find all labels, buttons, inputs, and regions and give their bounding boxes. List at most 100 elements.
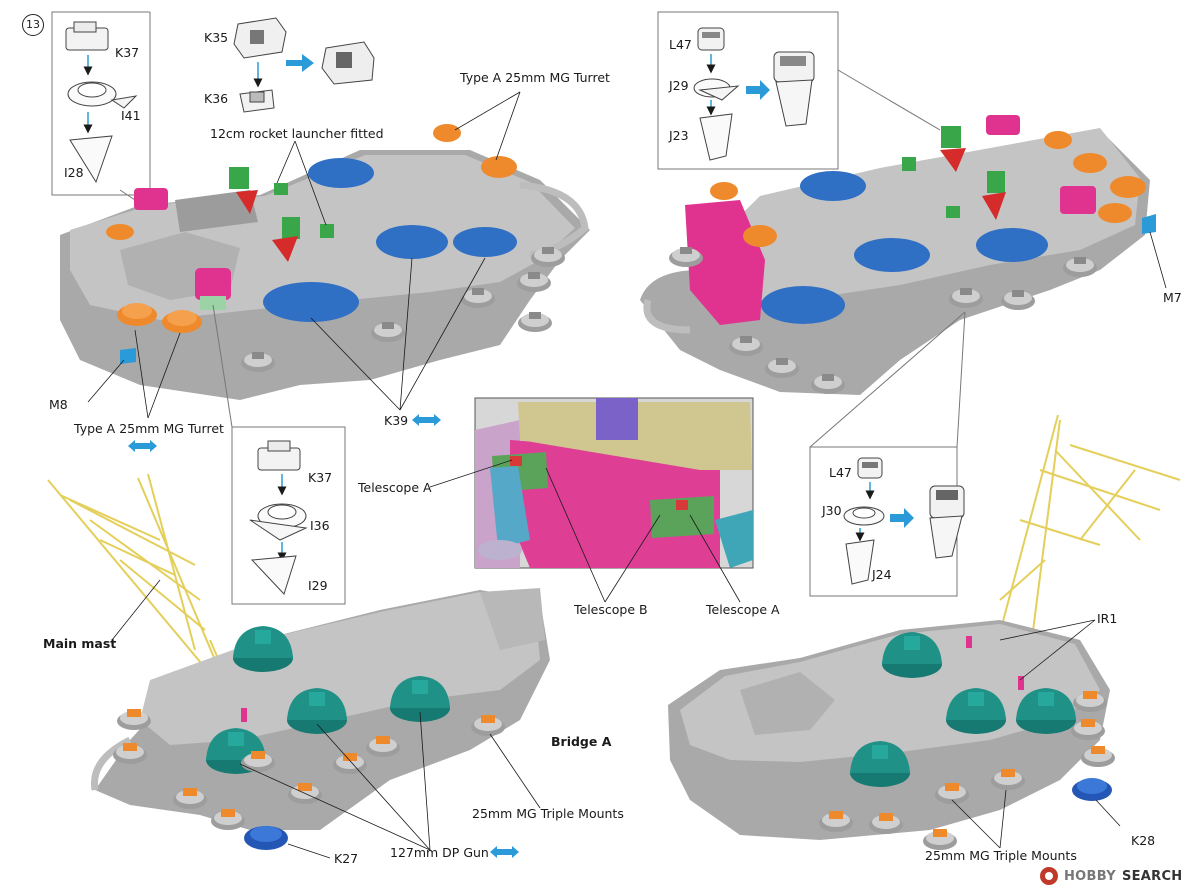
k37-part-top — [65, 21, 109, 51]
detail-frame-top-left — [51, 11, 150, 196]
deck-disc — [376, 225, 448, 259]
mount-magenta — [134, 188, 168, 210]
deck-disc — [976, 228, 1048, 262]
red-wedge — [982, 192, 1006, 220]
step-arrow-k35 — [286, 54, 314, 72]
label-bridge-a: Bridge A — [551, 734, 612, 749]
watermark-brand-2: SEARCH — [1121, 868, 1183, 884]
mg-turret-orange — [1098, 203, 1132, 223]
label-k27: K27 — [334, 851, 359, 866]
green-part — [320, 224, 334, 238]
mg-turret-orange — [162, 310, 202, 333]
label-j23: J23 — [669, 128, 689, 143]
k37-part-mid — [257, 440, 301, 471]
label-j24: J24 — [872, 567, 892, 582]
j29-assembled — [773, 51, 815, 127]
label-l47-top: L47 — [669, 37, 692, 52]
label-i41: I41 — [121, 108, 141, 123]
j24-part — [845, 539, 875, 585]
mg-turret-orange — [1110, 176, 1146, 198]
label-i28: I28 — [64, 165, 84, 180]
label-mg-triple-right: 25mm MG Triple Mounts — [925, 848, 1077, 863]
telescope-photo-inset — [474, 397, 754, 569]
leader-lines-bottom-right — [951, 619, 1121, 849]
red-wedge — [272, 236, 298, 262]
detail-frame-right-mid — [809, 446, 958, 597]
detail-frame-middle — [231, 426, 346, 605]
label-m8: M8 — [49, 397, 68, 412]
label-k37-mid: K37 — [308, 470, 333, 485]
label-j29: J29 — [669, 78, 689, 93]
j30-part — [843, 506, 885, 526]
swap-arrow-k39 — [412, 414, 441, 426]
label-k39: K39 — [384, 413, 409, 428]
leader-line-m7 — [1149, 231, 1167, 289]
swap-arrow-type-a — [128, 440, 157, 452]
label-main-mast: Main mast — [43, 636, 117, 651]
label-l47-right: L47 — [829, 465, 852, 480]
green-part — [229, 167, 249, 189]
bridge-top-right-model — [640, 115, 1156, 395]
label-k35: K35 — [204, 30, 229, 45]
label-telescope-a-left: Telescope A — [358, 480, 432, 495]
l47-part-top — [697, 27, 725, 51]
mount-magenta — [1060, 186, 1096, 214]
red-wedge — [236, 190, 258, 214]
detail-frame-top-right — [657, 11, 839, 170]
label-telescope-a-right: Telescope A — [706, 602, 780, 617]
mg-turret-orange — [743, 225, 777, 247]
swap-arrow-dp-gun — [490, 846, 519, 858]
label-type-a-top: Type A 25mm MG Turret — [460, 70, 610, 85]
label-i29: I29 — [308, 578, 328, 593]
green-part — [902, 157, 916, 171]
mg-turret-orange — [1073, 153, 1107, 173]
label-k28: K28 — [1131, 833, 1156, 848]
mg-turret-orange — [481, 156, 517, 178]
green-part — [274, 183, 288, 195]
deck-disc — [761, 286, 845, 324]
k35-part — [233, 17, 287, 59]
label-type-a-bottom: Type A 25mm MG Turret — [74, 421, 224, 436]
label-k37-top: K37 — [115, 45, 140, 60]
deck-disc — [800, 171, 866, 201]
k28-part — [1072, 778, 1112, 801]
k36-part — [239, 89, 275, 113]
bridge-bottom-left-model — [47, 473, 550, 850]
label-rocket-launcher: 12cm rocket launcher fitted — [210, 126, 384, 141]
hobby-search-logo-icon — [1040, 867, 1058, 885]
bridge-top-left-model — [60, 124, 590, 400]
green-part — [941, 126, 961, 148]
step-arrow-j30 — [890, 508, 914, 528]
watermark-brand-1: HOBBY — [1064, 868, 1116, 884]
label-ir1: IR1 — [1097, 611, 1118, 626]
leader-lines-telescope — [429, 459, 741, 603]
mount-magenta — [986, 115, 1020, 135]
k27-part — [244, 826, 288, 850]
mg-turret-orange — [710, 182, 738, 200]
j23-part — [699, 113, 733, 161]
label-mg-triple-left: 25mm MG Triple Mounts — [472, 806, 624, 821]
step-arrow-l47 — [746, 80, 770, 100]
label-m7: M7 — [1163, 290, 1182, 305]
deck-disc — [854, 238, 930, 272]
green-part — [946, 206, 960, 218]
mg-turret-orange — [117, 303, 157, 326]
deck-disc — [263, 282, 359, 322]
label-k36: K36 — [204, 91, 229, 106]
bridge-bottom-right-model — [668, 414, 1181, 850]
green-part — [987, 171, 1005, 193]
label-j30: J30 — [822, 503, 842, 518]
k35-k36-assembled — [321, 41, 375, 85]
l47-part-right — [857, 457, 883, 479]
label-i36: I36 — [310, 518, 330, 533]
leader-lines-bottom-left — [111, 579, 541, 859]
mg-turret-orange — [433, 124, 461, 142]
green-part — [282, 217, 300, 239]
red-wedge — [940, 148, 966, 172]
i36-part — [249, 503, 308, 541]
i28-part — [69, 135, 113, 184]
j30-assembled — [929, 485, 965, 559]
watermark: HOBBY SEARCH — [1040, 865, 1183, 887]
